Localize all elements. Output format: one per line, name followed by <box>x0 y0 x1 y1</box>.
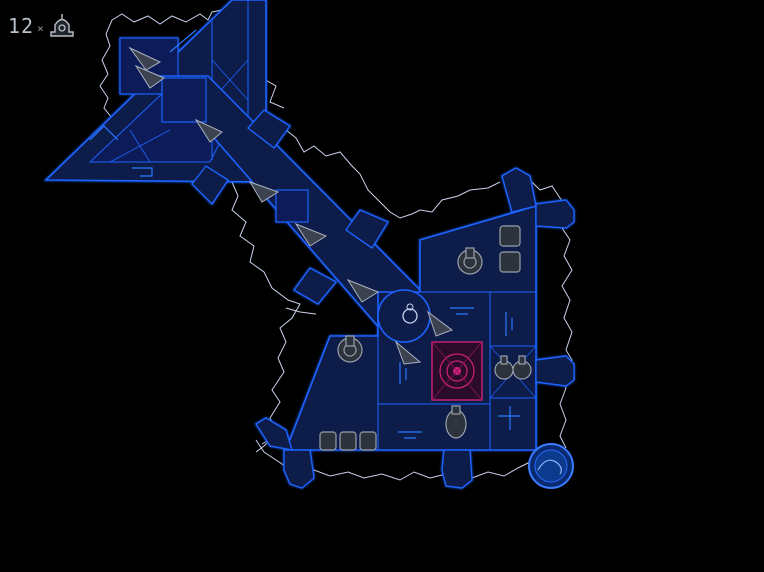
turret-icon <box>457 247 483 275</box>
turret-icon <box>499 251 521 273</box>
turret-icon <box>337 335 363 363</box>
turret-icon <box>499 225 521 247</box>
unit-arrow-icon <box>427 310 454 337</box>
turret-icon <box>339 431 357 451</box>
unit-markers[interactable] <box>128 46 454 365</box>
ship-counter: 12 × <box>8 12 77 40</box>
turret-icon <box>445 405 467 439</box>
turret-icon <box>319 431 337 451</box>
unit-arrow-icon <box>194 118 223 143</box>
unit-arrow-icon <box>134 64 166 89</box>
unit-arrow-icon <box>294 222 328 247</box>
reactor-core[interactable] <box>431 341 483 401</box>
unit-arrow-icon <box>394 340 422 365</box>
turrets[interactable] <box>319 225 532 451</box>
unit-arrow-icon <box>128 46 162 71</box>
ship-count: 12 <box>8 14 35 38</box>
turret-icon <box>359 431 377 451</box>
energy-orb[interactable] <box>528 443 574 489</box>
turret-icon <box>494 355 514 380</box>
multiplier-symbol: × <box>37 21 44 35</box>
ship-icon <box>50 14 74 37</box>
unit-arrow-icon <box>346 278 380 303</box>
turret-icon <box>512 355 532 380</box>
unit-arrow-icon <box>248 181 280 203</box>
hub-core <box>402 303 418 324</box>
floor-markings <box>89 29 520 439</box>
